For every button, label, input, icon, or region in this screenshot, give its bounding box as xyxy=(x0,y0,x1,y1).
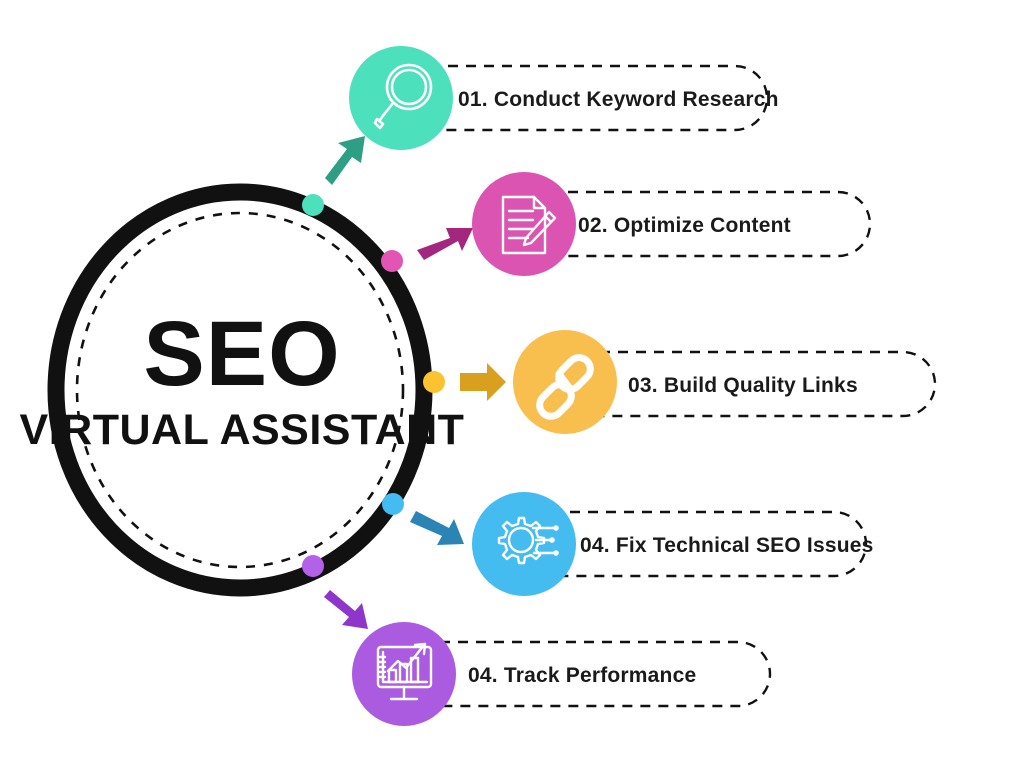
step-4-group[interactable]: 04. Fix Technical SEO Issues xyxy=(382,492,874,596)
step-3-arrow-icon xyxy=(460,363,506,401)
center-title: SEO xyxy=(143,303,340,405)
step-1-label: 01. Conduct Keyword Research xyxy=(458,88,779,111)
step-1-group[interactable]: 01. Conduct Keyword Research xyxy=(302,46,779,216)
chain-link-icon xyxy=(536,354,594,420)
step-4-arrow-icon xyxy=(410,511,464,545)
step-1-arrow-icon xyxy=(325,136,365,185)
step-3-group[interactable]: 03. Build Quality Links xyxy=(423,330,937,434)
step-5-ring-dot xyxy=(302,555,324,577)
step-4-ring-dot xyxy=(382,493,404,515)
magnifier-icon xyxy=(373,63,433,130)
step-2-label: 02. Optimize Content xyxy=(578,214,791,237)
step-3-ring-dot xyxy=(423,371,445,393)
step-4-pill xyxy=(552,510,868,578)
center-dashed-ring xyxy=(75,211,405,569)
step-1-pill xyxy=(430,64,769,132)
step-2-group[interactable]: 02. Optimize Content xyxy=(381,172,872,276)
step-5-label: 04. Track Performance xyxy=(468,664,696,687)
step-2-ring-dot xyxy=(381,250,403,272)
step-5-icon-circle[interactable] xyxy=(352,622,456,726)
center-circle-group: SEO VIRTUAL ASSISTANT xyxy=(20,183,465,597)
step-1-icon-circle[interactable] xyxy=(349,46,453,150)
document-pencil-icon xyxy=(501,195,557,255)
step-2-arrow-icon xyxy=(417,228,473,260)
center-subtitle: VIRTUAL ASSISTANT xyxy=(20,406,465,454)
gear-circuit-icon xyxy=(497,516,559,565)
step-3-pill xyxy=(600,350,937,418)
center-ring xyxy=(47,183,433,597)
chart-monitor-icon xyxy=(376,642,433,701)
step-4-icon-circle[interactable] xyxy=(472,492,576,596)
step-5-group[interactable]: 04. Track Performance xyxy=(302,555,772,726)
step-4-label: 04. Fix Technical SEO Issues xyxy=(580,534,874,557)
step-1-ring-dot xyxy=(302,194,324,216)
step-2-icon-circle[interactable] xyxy=(472,172,576,276)
step-5-pill xyxy=(440,640,772,708)
step-5-arrow-icon xyxy=(324,590,368,629)
step-3-label: 03. Build Quality Links xyxy=(628,374,858,397)
